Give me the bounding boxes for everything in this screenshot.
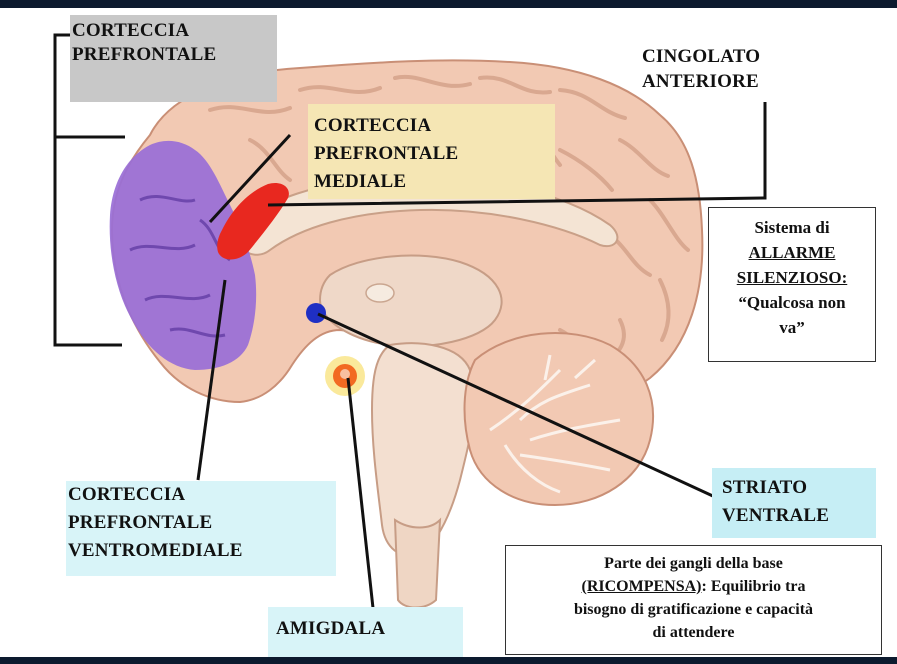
alarm-line5: va” (709, 315, 875, 340)
brainstem (372, 343, 474, 556)
label-anterior-cingulate: CINGOLATO ANTERIORE (642, 44, 842, 94)
label-ventromedial-prefrontal-cortex: CORTECCIA PREFRONTALE VENTROMEDIALE (66, 481, 336, 576)
ganglia-line3: bisogno di gratificazione e capacità (506, 598, 881, 621)
ganglia-line4: di attendere (506, 621, 881, 644)
label-prefrontal-cortex: CORTECCIA PREFRONTALE (70, 15, 277, 102)
alarm-line2: ALLARME (709, 240, 875, 265)
bottom-border (0, 657, 897, 664)
cerebellum (465, 333, 654, 505)
label-striatum-line1: STRIATO (722, 474, 876, 502)
label-mpfc-line1: CORTECCIA (314, 112, 555, 140)
label-cingulate-line2: ANTERIORE (642, 69, 842, 94)
alarm-line1: Sistema di (709, 215, 875, 240)
alarm-line3: SILENZIOSO: (709, 265, 875, 290)
ganglia-line2: (RICOMPENSA): Equilibrio tra (506, 575, 881, 598)
thalamus (320, 256, 502, 347)
label-vmpfc-line2: PREFRONTALE (68, 509, 336, 537)
basal-ganglia-box: Parte dei gangli della base (RICOMPENSA)… (505, 545, 882, 655)
amygdala-core (340, 369, 350, 379)
ganglia-line1: Parte dei gangli della base (506, 552, 881, 575)
ganglia-reward-term: (RICOMPENSA) (581, 578, 701, 595)
label-vmpfc-line1: CORTECCIA (68, 481, 336, 509)
label-medial-prefrontal-cortex: CORTECCIA PREFRONTALE MEDIALE (308, 104, 555, 199)
amygdala-leader (348, 378, 373, 608)
label-mpfc-line2: PREFRONTALE (314, 140, 555, 168)
label-prefrontal-cortex-line2: PREFRONTALE (72, 43, 277, 67)
label-cingulate-line1: CINGOLATO (642, 44, 842, 69)
label-striatum-line2: VENTRALE (722, 502, 876, 530)
label-ventral-striatum: STRIATO VENTRALE (712, 468, 876, 538)
thalamus-spot (366, 284, 394, 302)
label-amygdala: AMIGDALA (268, 607, 463, 657)
ganglia-line2-rest: : Equilibrio tra (701, 578, 805, 595)
medulla (395, 520, 440, 608)
label-vmpfc-line3: VENTROMEDIALE (68, 537, 336, 565)
label-prefrontal-cortex-line1: CORTECCIA (72, 19, 277, 43)
ventral-striatum-dot (306, 303, 326, 323)
alarm-line4: “Qualcosa non (709, 290, 875, 315)
silent-alarm-box: Sistema di ALLARME SILENZIOSO: “Qualcosa… (708, 207, 876, 362)
label-mpfc-line3: MEDIALE (314, 168, 555, 196)
